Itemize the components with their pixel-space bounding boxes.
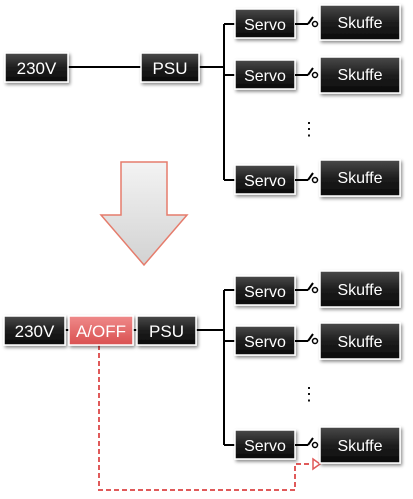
bottom-connector-1 — [295, 282, 319, 294]
bottom-servo-3-label: Servo — [244, 438, 286, 455]
top-servo-1-label: Servo — [244, 17, 286, 34]
bottom-diagram: 230V A/OFF PSU Servo Skuffe Serv — [3, 270, 401, 491]
bottom-connector-3 — [295, 437, 319, 449]
bottom-load-2-rect — [319, 322, 401, 360]
top-connector-3-terminal — [311, 176, 319, 184]
top-connector-2-terminal — [311, 71, 319, 79]
top-connector-1-terminal — [311, 20, 319, 28]
bottom-servo-1: Servo — [234, 275, 296, 306]
top-psu-box: PSU — [140, 52, 200, 83]
bottom-psu-rect — [136, 315, 197, 346]
on-off-switch-label: A/OFF — [76, 322, 126, 341]
control-dashed-line — [98, 345, 312, 491]
top-load-1-rect — [319, 4, 401, 41]
top-ellipsis: ⋮ — [300, 119, 318, 139]
bottom-load-1: Skuffe — [319, 270, 401, 308]
top-source-label: 230V — [17, 59, 57, 78]
top-load-1: Skuffe — [319, 4, 401, 41]
top-servo-2: Servo — [234, 59, 296, 90]
bottom-connector-2-switch — [307, 333, 314, 342]
top-servo-3-label: Servo — [244, 173, 286, 190]
bottom-load-3-label: Skuffe — [337, 438, 382, 455]
top-load-3-label: Skuffe — [337, 170, 382, 187]
bottom-connector-2 — [295, 333, 319, 345]
bottom-servo-3-rect — [234, 429, 296, 460]
top-load-1-label: Skuffe — [337, 15, 382, 32]
bottom-connector-2-terminal — [311, 337, 319, 345]
on-off-switch-rect — [68, 315, 134, 346]
top-load-2-label: Skuffe — [337, 67, 382, 84]
bottom-load-1-rect — [319, 270, 401, 308]
top-connector-2 — [295, 67, 319, 79]
top-servo-3-rect — [234, 164, 296, 195]
top-psu-label: PSU — [153, 59, 188, 78]
on-off-switch-box: A/OFF — [68, 315, 134, 346]
top-load-3-rect — [319, 159, 401, 197]
top-servo-2-label: Servo — [244, 68, 286, 85]
bottom-servo-2-rect — [234, 325, 296, 356]
down-arrow-shape — [99, 161, 189, 267]
bottom-load-2-label: Skuffe — [337, 334, 382, 351]
top-connector-2-switch — [307, 67, 314, 76]
bottom-load-2: Skuffe — [319, 322, 401, 360]
bottom-source-box: 230V — [3, 315, 66, 346]
bottom-ellipsis: ⋮ — [300, 384, 318, 404]
top-load-2: Skuffe — [319, 56, 401, 94]
top-connector-1 — [295, 16, 319, 28]
down-arrow — [99, 161, 189, 267]
top-servo-3: Servo — [234, 164, 296, 195]
bottom-load-3: Skuffe — [319, 426, 401, 464]
top-servo-1: Servo — [234, 8, 296, 39]
top-load-2-rect — [319, 56, 401, 94]
bottom-load-1-label: Skuffe — [337, 282, 382, 299]
top-connector-3 — [295, 172, 319, 184]
bottom-psu-label: PSU — [149, 322, 184, 341]
bottom-servo-3: Servo — [234, 429, 296, 460]
top-diagram: 230V PSU Servo Skuffe Servo — [4, 4, 401, 197]
bottom-connector-3-switch — [307, 437, 314, 446]
top-psu-rect — [140, 52, 200, 83]
top-source-box: 230V — [4, 52, 69, 83]
bottom-load-3-rect — [319, 426, 401, 464]
top-source-rect — [4, 52, 69, 83]
bottom-source-label: 230V — [15, 322, 55, 341]
top-connector-1-switch — [307, 16, 314, 25]
bottom-servo-2-label: Servo — [244, 334, 286, 351]
control-arrowhead — [312, 457, 322, 471]
bottom-connector-1-terminal — [311, 286, 319, 294]
bottom-connector-3-terminal — [311, 441, 319, 449]
bottom-servo-2: Servo — [234, 325, 296, 356]
bottom-connector-1-switch — [307, 282, 314, 291]
top-connector-3-switch — [307, 172, 314, 181]
bottom-servo-1-label: Servo — [244, 284, 286, 301]
top-load-3: Skuffe — [319, 159, 401, 197]
bottom-psu-box: PSU — [136, 315, 197, 346]
bottom-source-rect — [3, 315, 66, 346]
